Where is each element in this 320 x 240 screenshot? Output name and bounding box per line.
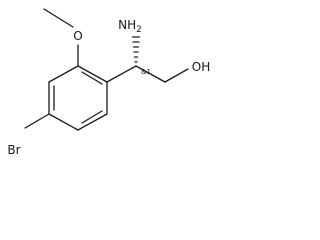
benzene-ring	[48, 65, 108, 131]
chiral-to-ch2-bond	[135, 65, 166, 83]
bromine-label: Br	[7, 143, 20, 156]
methoxy-oxygen-label: O	[73, 29, 82, 43]
structure-svg: O Br NH2 &1 OH	[7, 8, 210, 156]
ring-to-bromine-bond	[24, 113, 50, 129]
stereo-label: &1	[141, 68, 151, 76]
methoxy-methyl-bond	[43, 8, 74, 28]
ring-to-chiral-carbon-bond	[106, 65, 137, 83]
hydroxyl-label: OH	[192, 60, 210, 74]
molecule-diagram: O Br NH2 &1 OH	[0, 0, 240, 156]
ch2-to-oh-bond	[164, 68, 189, 83]
hashed-wedge-bond	[131, 36, 141, 63]
amine-label: NH2	[118, 18, 142, 35]
